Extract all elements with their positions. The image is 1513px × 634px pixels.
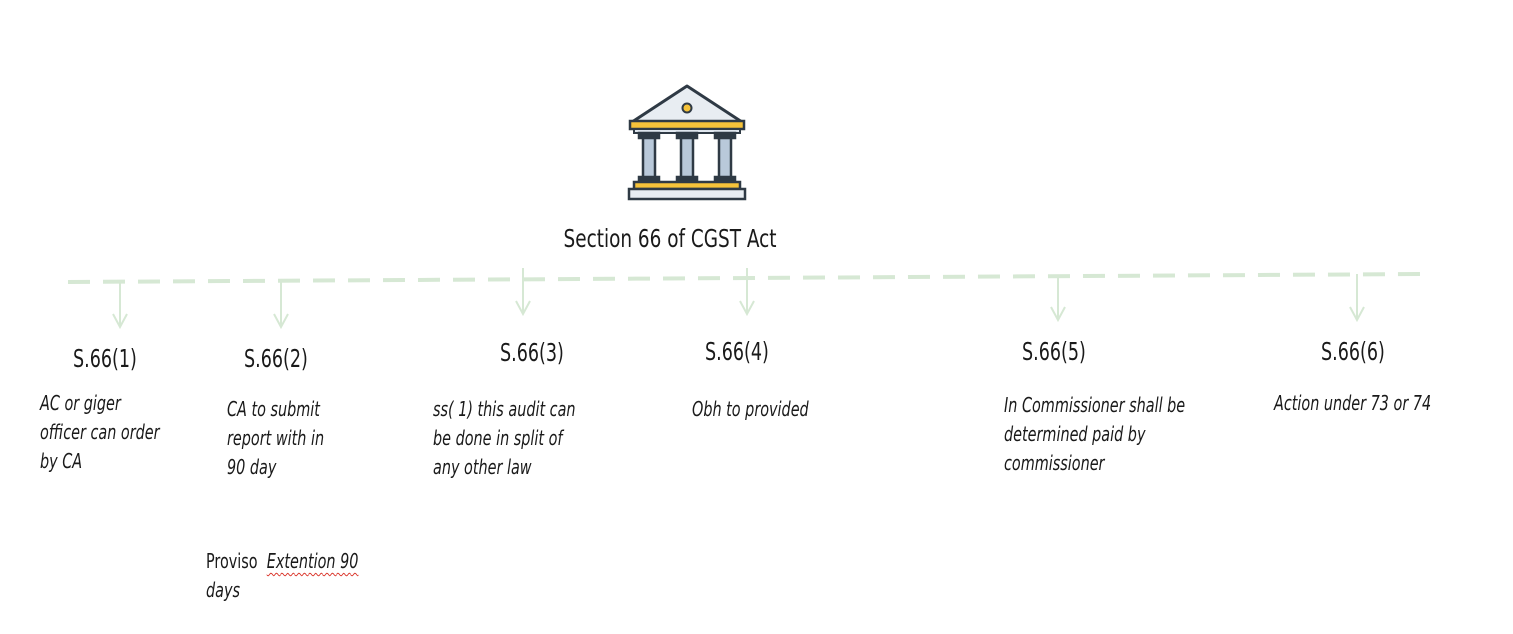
note-s1: AC or giger officer can order by CA <box>40 389 160 476</box>
note-line: determined paid by <box>1004 422 1146 446</box>
section-label-s4: S.66(4) <box>705 337 769 366</box>
note-line: AC or giger <box>40 391 121 415</box>
note-line: report with in <box>227 426 325 450</box>
note-line: by CA <box>40 449 83 473</box>
note-line: be done in split of <box>433 426 563 450</box>
note-line: ss( 1) this audit can <box>433 397 576 421</box>
arrow-s5 <box>1050 276 1066 323</box>
note-s5: In Commissioner shall be determined paid… <box>1004 391 1185 478</box>
note-line: Obh to provided <box>692 397 809 421</box>
note-line: In Commissioner shall be <box>1004 393 1186 417</box>
arrow-s1 <box>112 283 128 330</box>
note-line: commissioner <box>1004 451 1105 475</box>
arrow-s6 <box>1349 274 1365 323</box>
note-line: officer can order <box>40 420 160 444</box>
note-s3: ss( 1) this audit can be done in split o… <box>433 395 576 482</box>
section-label-s5: S.66(5) <box>1022 337 1086 366</box>
note-line: Action under 73 or 74 <box>1274 391 1432 415</box>
section-label-s1: S.66(1) <box>73 344 137 373</box>
proviso-note: Proviso Extention 90 days <box>206 547 358 605</box>
courthouse-icon <box>627 84 747 201</box>
proviso-label: Proviso <box>206 549 258 573</box>
note-s4: Obh to provided <box>692 395 809 424</box>
note-s6: Action under 73 or 74 <box>1274 389 1431 418</box>
section-label-s3: S.66(3) <box>500 338 564 367</box>
note-s2: CA to submit report with in 90 day <box>227 395 324 482</box>
proviso-text: Extention 90 <box>266 549 359 573</box>
arrow-s2 <box>273 282 289 330</box>
arrow-s3 <box>515 268 531 317</box>
section-label-s6: S.66(6) <box>1321 337 1385 366</box>
arrow-s4 <box>739 268 755 317</box>
note-line: CA to submit <box>227 397 320 421</box>
diagram-title: Section 66 of CGST Act <box>563 224 777 253</box>
note-line: 90 day <box>227 455 277 479</box>
note-line: any other law <box>433 455 532 479</box>
section-label-s2: S.66(2) <box>244 344 308 373</box>
proviso-text-cont: days <box>206 578 240 602</box>
